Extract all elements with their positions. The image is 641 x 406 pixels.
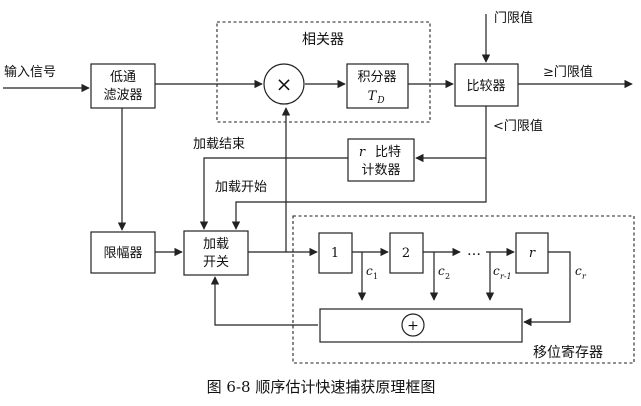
integrator-period-index: D [376, 96, 384, 106]
tap-cr-index: r [582, 272, 587, 281]
threshold-label: 门限值 [494, 10, 533, 26]
figure-caption: 图 6-8 顺序估计快速捕获原理框图 [207, 378, 436, 396]
adder-symbol-circle [401, 313, 425, 337]
below-threshold-to-counter-wire [415, 106, 487, 163]
comparator-block [454, 63, 519, 107]
load-end-wire [199, 157, 348, 230]
input-signal-label: 输入信号 [4, 64, 56, 80]
lpf-label-line1: 低通 [110, 70, 136, 85]
register-cell-2-label: 2 [402, 246, 410, 261]
correlator-group-label: 相关器 [302, 32, 344, 48]
correlator-group-box [216, 21, 431, 123]
shift-register-group-box [292, 215, 635, 364]
multiplier-symbol: × [276, 72, 293, 96]
register-cell-2 [389, 232, 424, 274]
load-switch-block [183, 230, 249, 276]
tap-c2-index: 2 [445, 272, 450, 281]
integrator-period-label: T [368, 89, 378, 104]
shift-register-group-label: 移位寄存器 [533, 344, 603, 361]
comparator-label: 比较器 [466, 79, 505, 94]
load-start-label: 加载开始 [215, 180, 267, 195]
tap-cr1-index: r-1 [500, 272, 512, 281]
lpf-label-line2: 滤波器 [103, 88, 142, 103]
load-start-wire [231, 158, 487, 230]
switch-label-line1: 加载 [203, 237, 229, 252]
adder-symbol: + [407, 318, 419, 334]
bit-counter-block [347, 138, 415, 182]
multiplier-block [263, 63, 305, 105]
register-ellipsis: … [467, 243, 481, 259]
tap-cr1-label: c [493, 264, 500, 278]
register-cell-1 [318, 232, 353, 274]
tap-c2-label: c [438, 264, 445, 278]
register-cell-r [515, 232, 549, 274]
above-threshold-label: ≥门限值 [543, 64, 593, 80]
integrator-block [346, 63, 409, 109]
lpf-block [90, 63, 156, 109]
register-cell-1-label: 1 [331, 246, 339, 261]
load-end-label: 加载结束 [193, 137, 245, 152]
counter-r-label: r [359, 145, 366, 160]
counter-label-line2: 计数器 [361, 163, 400, 178]
register-cell-r-label: r [529, 246, 536, 261]
below-threshold-label: <门限值 [493, 118, 543, 134]
feedback-to-switch-wire [210, 276, 318, 326]
tap-c1-label: c [366, 264, 373, 278]
counter-label-line1: 比特 [375, 145, 401, 160]
limiter-label: 限幅器 [103, 246, 142, 261]
regr-to-adder-wire [523, 251, 571, 327]
integrator-label: 积分器 [357, 70, 396, 85]
tap-cr-label: c [575, 264, 582, 278]
limiter-block [90, 231, 156, 274]
tap-c1-index: 1 [373, 272, 378, 281]
switch-label-line2: 开关 [203, 255, 229, 270]
